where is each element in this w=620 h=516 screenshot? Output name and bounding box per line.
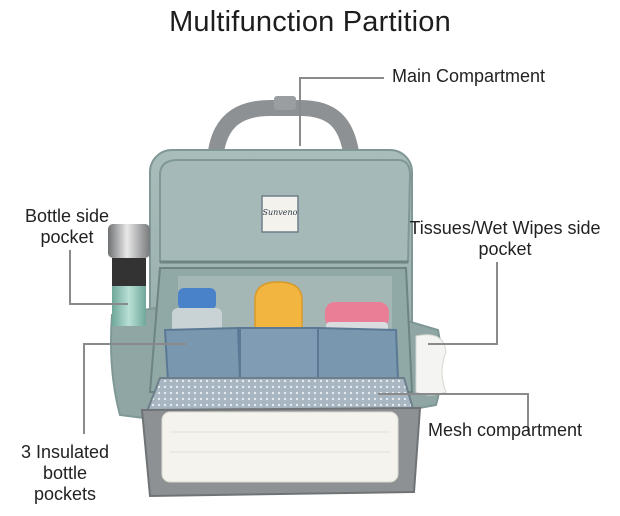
callout-main-compartment: Main Compartment [392,66,546,86]
callout-tissues-line2: pocket [478,239,532,259]
diapers [161,411,399,483]
callout-tissues-line1: Tissues/Wet Wipes side [409,218,601,238]
callout-insulated-pockets: 3 Insulated bottle pockets [10,442,120,505]
callout-insulated-line2: bottle [42,463,88,483]
callout-bottle-side-line2: pocket [40,227,94,247]
leader-main [299,77,384,146]
bottle-orange [254,281,303,341]
steel-bottle-cap [108,224,150,258]
page-title: Multifunction Partition [169,6,451,38]
leader-bottle-side [69,250,128,305]
callout-bottle-side-pocket: Bottle side pocket [10,206,124,248]
leader-lines [69,77,529,434]
leader-mesh [378,393,529,432]
brand-logo: Sunveno [262,208,297,217]
brand-tag [261,195,299,233]
left-side-pocket [110,306,162,422]
callout-insulated-line3: pockets [33,484,97,504]
callout-mesh-compartment: Mesh compartment [428,420,583,440]
insulated-pockets [163,326,400,384]
bottle-blue-cap [178,288,216,310]
callout-insulated-line1: 3 Insulated [20,442,110,462]
callout-tissues-pocket: Tissues/Wet Wipes side pocket [398,218,612,260]
leader-tissues [428,262,498,345]
steel-bottle-body [112,286,146,326]
bottle-pink-cap [325,302,389,328]
callout-bottle-side-line1: Bottle side [24,206,110,226]
handle-loop [274,96,296,110]
leader-insulated [83,343,186,434]
steel-bottle-band [112,258,146,286]
